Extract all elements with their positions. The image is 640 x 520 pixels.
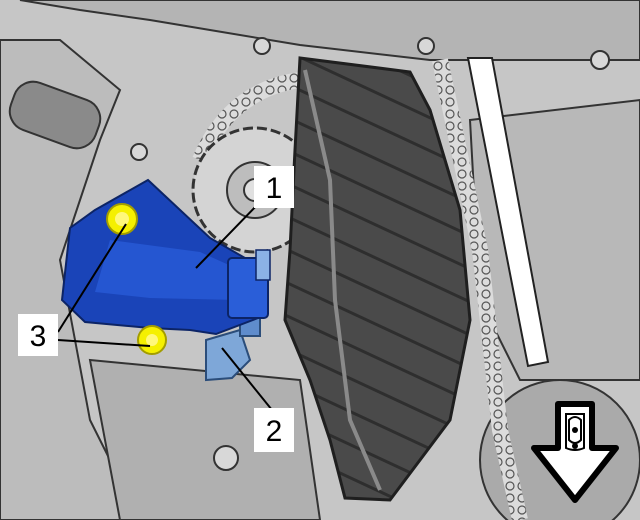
down-arrow-icon (531, 401, 619, 503)
timing-chain-top (192, 72, 302, 164)
chain-guide-rail (466, 57, 550, 368)
callout-leader-2 (221, 347, 273, 411)
housing-bolt-hole (130, 143, 148, 161)
callout-number-3: 3 (30, 320, 47, 353)
callout-number-1: 1 (266, 172, 283, 205)
actuator-plug (255, 249, 271, 281)
housing-bolt-hole (590, 50, 610, 70)
engine-block-left (0, 39, 142, 520)
housing-bolt-hole (213, 445, 239, 471)
chain-tensioner-rail (283, 56, 472, 502)
callout-leader-3-upper (57, 223, 127, 333)
cylinder-head-cover (19, 0, 640, 61)
cylinder-rod (8, 80, 102, 150)
mounting-bolt-lower-head (146, 334, 158, 346)
timing-chain-right (432, 58, 528, 520)
callout-leader-1 (195, 199, 263, 269)
callout-box-1 (254, 166, 294, 208)
housing-bolt-hole (417, 37, 435, 55)
tensioner-rail-inner-edge (303, 69, 382, 491)
mounting-bolt-upper-head (115, 212, 129, 226)
actuator-highlight (95, 240, 240, 300)
callout-leader-3-lower (57, 339, 151, 347)
callout-box-3 (18, 314, 58, 356)
callout-box-2 (254, 408, 294, 452)
callout-number-2: 2 (266, 415, 283, 448)
housing-bolt-hole (253, 37, 271, 55)
